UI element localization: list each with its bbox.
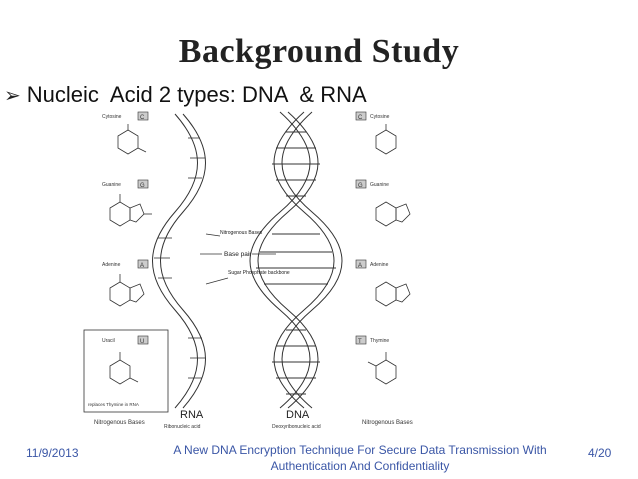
arrow-bullet-icon: ➢ — [4, 85, 21, 107]
right-base-name-1: Cytosine — [370, 114, 390, 120]
base-pair-label: Base pair — [224, 251, 252, 258]
right-bases-column: C Cytosine G Guanine A Adenine T Thymine… — [355, 111, 413, 426]
dna-sub-label: Deoxyribonucleic acid — [272, 424, 321, 430]
footer-page-number: 4/20 — [588, 446, 612, 460]
right-base-name-2: Guanine — [370, 182, 389, 188]
guanine-structure-icon — [109, 194, 152, 227]
left-base-letter-3: A — [140, 263, 144, 269]
adenine-structure-icon — [109, 274, 145, 307]
right-base-letter-2: G — [358, 183, 363, 189]
right-cytosine-structure-icon — [375, 124, 397, 155]
uracil-structure-icon — [109, 352, 139, 385]
left-base-letter-4: U — [140, 339, 144, 345]
uracil-note: replaces Thymine in RNA — [88, 402, 139, 407]
right-base-name-3: Adenine — [370, 262, 389, 268]
footer-presentation-title: A New DNA Encryption Technique For Secur… — [173, 443, 547, 473]
left-nitrogenous-label: Nitrogenous Bases — [94, 420, 145, 426]
right-adenine-structure-icon — [375, 281, 411, 307]
right-base-name-4: Thymine — [370, 338, 389, 344]
cytosine-structure-icon — [117, 124, 147, 155]
uracil-box — [83, 329, 169, 413]
right-nitrogenous-label: Nitrogenous Bases — [362, 420, 413, 426]
right-base-letter-3: A — [358, 263, 362, 269]
thymine-structure-icon — [367, 352, 397, 385]
backbone-label: Sugar Phosphate backbone — [228, 270, 290, 276]
dna-label: DNA — [286, 409, 310, 421]
left-base-letter-1: C — [140, 115, 145, 121]
right-base-letter-1: C — [358, 115, 363, 121]
middle-annotations: Nitrogenous Bases Base pair Sugar Phosph… — [200, 230, 290, 285]
rna-helix — [152, 113, 206, 409]
middle-nitrogenous-label: Nitrogenous Bases — [220, 230, 263, 236]
left-base-name-2: Guanine — [102, 182, 121, 188]
bullet-item: ➢Nucleic Acid 2 types: DNA & RNA — [4, 82, 367, 108]
dna-rna-figure: Cytosine C Guanine G Adenine A Uracil U — [83, 111, 413, 430]
dna-helix — [249, 111, 343, 409]
bullet-text: Nucleic Acid 2 types: DNA & RNA — [26, 82, 367, 107]
left-base-name-4: Uracil — [102, 338, 115, 344]
footer-date: 11/9/2013 — [26, 446, 79, 460]
slide-title: Background Study — [178, 33, 460, 70]
rna-sub-label: Ribonucleic acid — [164, 424, 201, 430]
rna-label: RNA — [180, 409, 204, 421]
left-bases-column: Cytosine C Guanine G Adenine A Uracil U — [83, 111, 169, 426]
right-guanine-structure-icon — [375, 201, 411, 227]
left-base-name-3: Adenine — [102, 262, 121, 268]
left-base-name-1: Cytosine — [102, 114, 122, 120]
right-base-letter-4: T — [358, 339, 362, 345]
left-base-letter-2: G — [140, 183, 145, 189]
